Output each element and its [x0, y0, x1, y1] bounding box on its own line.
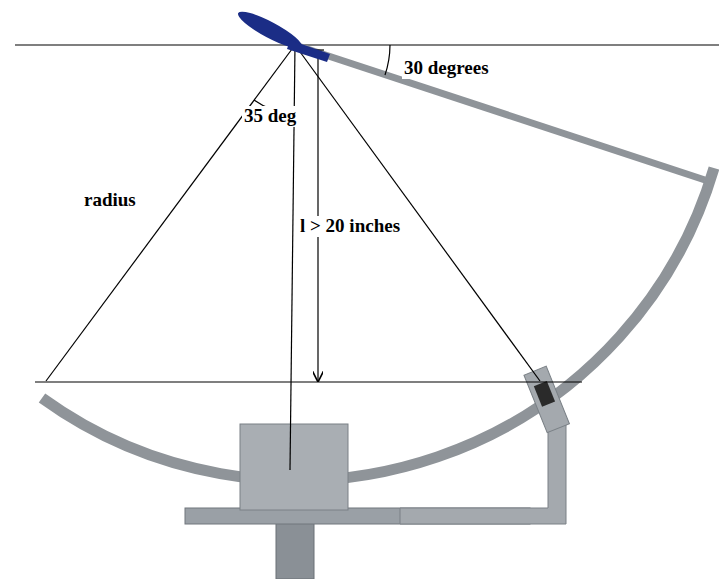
- paddle-hub: [287, 40, 330, 62]
- sensor: [534, 381, 555, 407]
- annotation-label: l > 20 inches: [298, 216, 402, 237]
- annotation-label: 30 degrees: [402, 58, 491, 79]
- sensor-mount: [524, 366, 569, 432]
- reference-line: [15, 44, 719, 45]
- angle-arc: [385, 45, 390, 75]
- dish-arc: [42, 168, 714, 480]
- base-box: [240, 424, 348, 510]
- rod: [295, 45, 705, 180]
- base-post: [276, 520, 314, 579]
- chord-line: [35, 381, 582, 382]
- annotation-label: 35 deg: [242, 106, 298, 127]
- right-line: [295, 45, 540, 381]
- annotation-label: radius: [82, 190, 138, 211]
- radius-line: [46, 45, 295, 381]
